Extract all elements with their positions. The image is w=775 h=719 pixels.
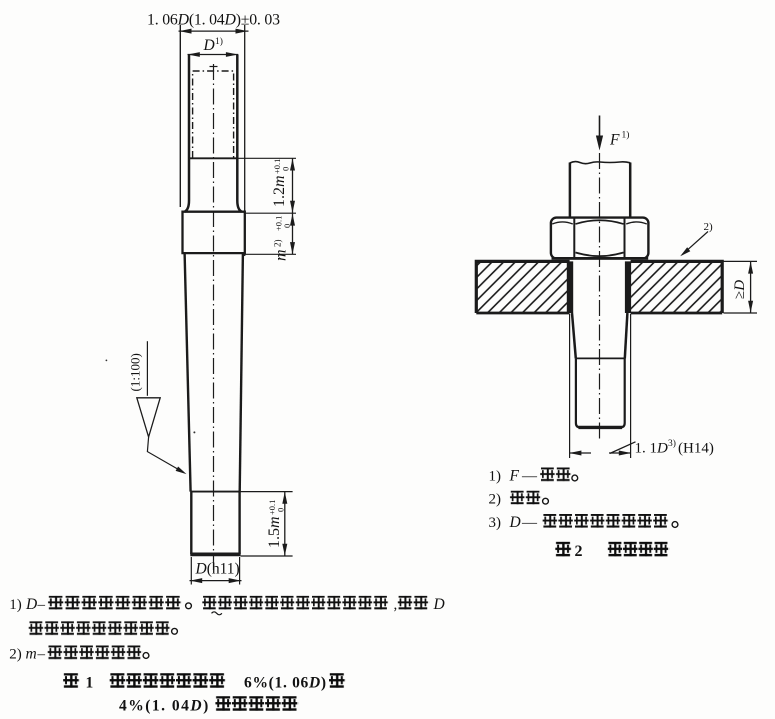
svg-text:0: 0	[281, 167, 291, 171]
svg-text:0: 0	[282, 224, 292, 228]
svg-text:1): 1)	[622, 130, 630, 141]
svg-text:D: D	[25, 596, 37, 613]
svg-text:1. 06D(1. 04D)±0. 03: 1. 06D(1. 04D)±0. 03	[147, 12, 280, 29]
svg-text:3): 3)	[668, 438, 676, 449]
svg-text:0: 0	[276, 508, 286, 512]
svg-text:+0.1: +0.1	[272, 159, 282, 174]
svg-text:F: F	[609, 132, 620, 149]
svg-text:+0.1: +0.1	[274, 216, 284, 231]
svg-text:3): 3)	[489, 515, 502, 531]
svg-text:1.2m: 1.2m	[271, 175, 288, 207]
svg-text:4%(1. 04D): 4%(1. 04D)	[119, 697, 210, 714]
svg-text:(H14): (H14)	[678, 441, 714, 457]
svg-text:1: 1	[86, 674, 94, 691]
svg-text:(1:100): (1:100)	[128, 353, 143, 391]
svg-text:D: D	[203, 37, 215, 54]
svg-text:2: 2	[575, 543, 583, 560]
svg-text:m: m	[26, 646, 37, 663]
svg-text:1.5m: 1.5m	[266, 516, 283, 548]
svg-text:1): 1)	[215, 36, 223, 47]
svg-text:2): 2)	[9, 647, 21, 663]
svg-text:m: m	[273, 249, 290, 261]
svg-text:1. 1D: 1. 1D	[635, 441, 669, 457]
svg-text:1): 1)	[489, 469, 502, 485]
svg-text:–: –	[37, 597, 46, 613]
svg-text:D: D	[509, 514, 521, 531]
svg-text:D(h11): D(h11)	[195, 561, 240, 578]
svg-text:2): 2)	[489, 492, 502, 508]
svg-text:F: F	[509, 468, 520, 485]
svg-text:2): 2)	[704, 221, 714, 233]
svg-text:6%(1. 06D): 6%(1. 06D)	[244, 674, 327, 691]
svg-text:2): 2)	[273, 240, 283, 248]
svg-text:1): 1)	[9, 597, 21, 613]
svg-text:–: –	[37, 647, 46, 663]
svg-text:≥D: ≥D	[732, 280, 748, 299]
svg-text:D: D	[433, 596, 445, 613]
svg-text:—: —	[521, 515, 538, 531]
svg-text:,: ,	[394, 597, 398, 613]
svg-text:+0.1: +0.1	[267, 500, 277, 515]
svg-text:—: —	[521, 469, 538, 485]
